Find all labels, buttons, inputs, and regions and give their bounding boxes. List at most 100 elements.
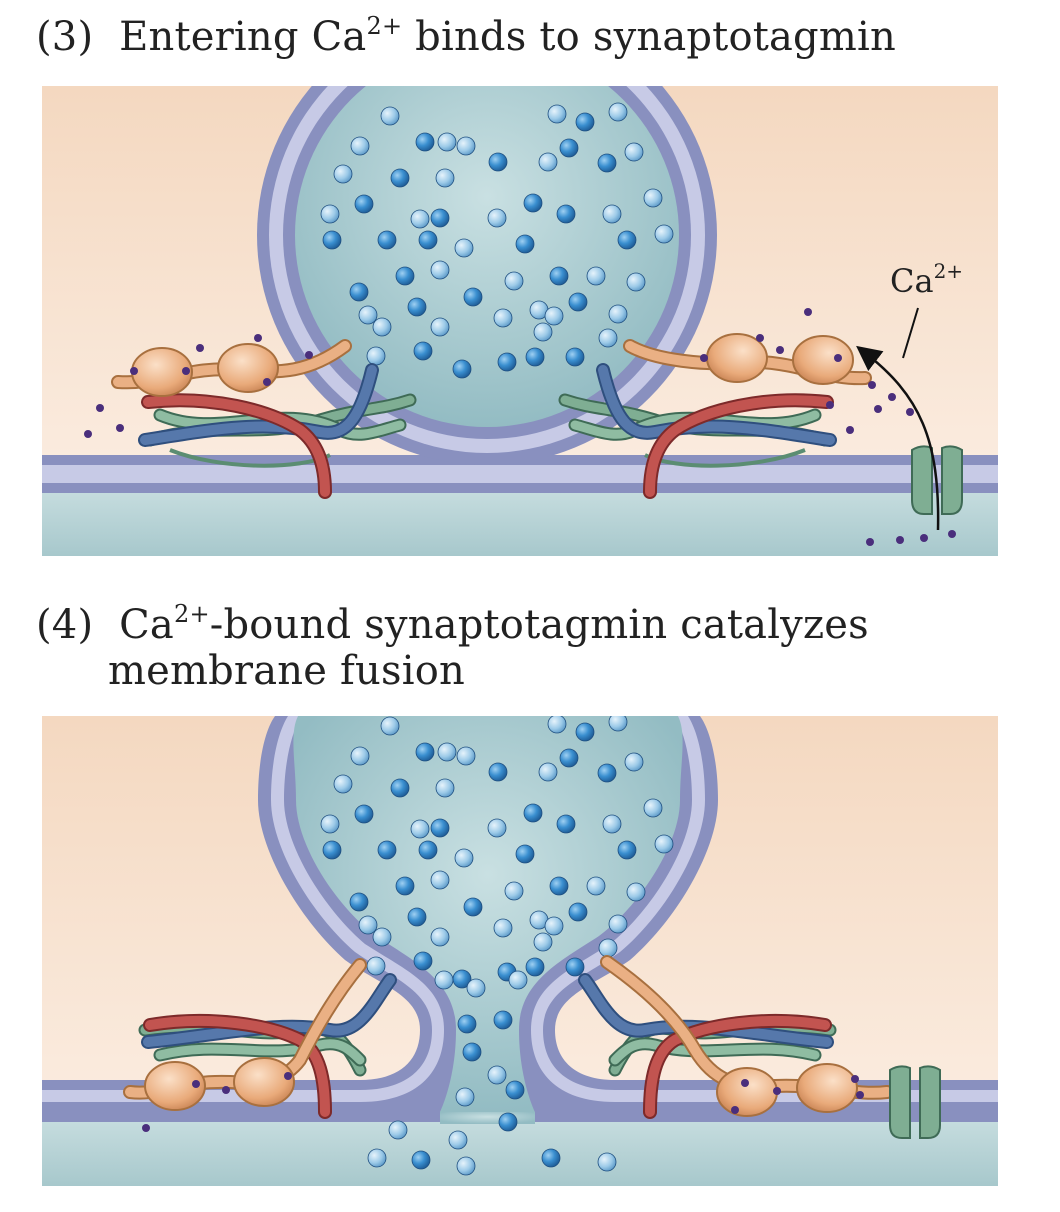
neurotransmitter	[430, 818, 450, 838]
panel-3-illustration	[42, 86, 998, 556]
calcium-ion	[868, 381, 876, 389]
neurotransmitter	[559, 138, 579, 158]
neurotransmitter	[487, 818, 507, 838]
neurotransmitter	[547, 104, 567, 124]
neurotransmitter	[598, 328, 618, 348]
calcium-ions	[84, 308, 956, 546]
neurotransmitter	[544, 916, 564, 936]
neurotransmitter	[358, 915, 378, 935]
neurotransmitter	[568, 902, 588, 922]
neurotransmitter	[430, 927, 450, 947]
neurotransmitter	[575, 722, 595, 742]
panel-3-caption: (3) Entering Ca2+ binds to synaptotagmin	[36, 14, 896, 60]
ion-label-leader	[902, 307, 919, 359]
panel-4-caption-rest: -bound synaptotagmin catalyzes	[209, 602, 869, 648]
neurotransmitter	[608, 102, 628, 122]
calcium-ion	[284, 1072, 292, 1080]
neurotransmitter	[549, 876, 569, 896]
neurotransmitter	[322, 840, 342, 860]
neurotransmitter	[525, 347, 545, 367]
neurotransmitter	[333, 774, 353, 794]
neurotransmitter	[367, 1148, 387, 1168]
calcium-ion	[826, 401, 834, 409]
neurotransmitter	[559, 748, 579, 768]
neurotransmitter	[568, 292, 588, 312]
neurotransmitter	[358, 305, 378, 325]
neurotransmitter	[597, 1152, 617, 1172]
calcium-ion	[866, 538, 874, 546]
neurotransmitter	[354, 804, 374, 824]
neurotransmitter	[643, 188, 663, 208]
neurotransmitter	[608, 914, 628, 934]
calcium-ion	[116, 424, 124, 432]
calcium-ion	[84, 430, 92, 438]
neurotransmitter	[354, 194, 374, 214]
neurotransmitter	[597, 763, 617, 783]
neurotransmitter	[430, 208, 450, 228]
neurotransmitter	[547, 716, 567, 734]
neurotransmitter	[525, 957, 545, 977]
calcium-ion	[773, 1087, 781, 1095]
ion-label: Ca2+	[890, 259, 963, 300]
calcium-ion	[196, 344, 204, 352]
calcium-ion	[906, 408, 914, 416]
neurotransmitter	[608, 304, 628, 324]
neurotransmitter	[407, 297, 427, 317]
neurotransmitter	[493, 308, 513, 328]
neurotransmitter	[544, 306, 564, 326]
neurotransmitter	[457, 1014, 477, 1034]
neurotransmitter	[372, 927, 392, 947]
neurotransmitter	[617, 840, 637, 860]
panel-3-caption-text: Entering Ca	[119, 14, 367, 60]
calcium-ion	[874, 405, 882, 413]
snare-complex-left	[123, 958, 397, 1119]
neurotransmitter	[448, 1130, 468, 1150]
neurotransmitter-molecules	[320, 102, 674, 379]
calcium-channel	[911, 445, 963, 515]
neurotransmitter	[602, 814, 622, 834]
neurotransmitter	[435, 778, 455, 798]
neurotransmitter	[366, 956, 386, 976]
panel-4-illustration	[42, 716, 998, 1186]
neurotransmitter	[333, 164, 353, 184]
panel-3-caption-sup: 2+	[366, 12, 403, 40]
neurotransmitter	[626, 882, 646, 902]
neurotransmitter	[533, 932, 553, 952]
neurotransmitter	[533, 322, 553, 342]
neurotransmitter	[372, 317, 392, 337]
neurotransmitter	[626, 272, 646, 292]
calcium-ion	[182, 367, 190, 375]
neurotransmitter	[320, 204, 340, 224]
neurotransmitter	[575, 112, 595, 132]
calcium-ion	[305, 351, 313, 359]
neurotransmitter	[395, 266, 415, 286]
neurotransmitter	[434, 970, 454, 990]
calcium-ion	[896, 536, 904, 544]
neurotransmitter	[556, 204, 576, 224]
calcium-ion	[856, 1091, 864, 1099]
calcium-ion	[741, 1079, 749, 1087]
calcium-ion	[142, 1124, 150, 1132]
neurotransmitter	[349, 892, 369, 912]
neurotransmitter	[366, 346, 386, 366]
neurotransmitter	[488, 762, 508, 782]
neurotransmitter	[413, 951, 433, 971]
calcium-ion	[888, 393, 896, 401]
calcium-entry-arrow	[856, 345, 940, 531]
neurotransmitter	[598, 938, 618, 958]
neurotransmitter-molecules	[320, 716, 674, 1176]
neurotransmitter	[487, 1065, 507, 1085]
neurotransmitter	[320, 814, 340, 834]
neurotransmitter	[377, 230, 397, 250]
snare-complex-right	[578, 955, 894, 1119]
panel-4-number: (4)	[36, 602, 94, 648]
neurotransmitter	[515, 234, 535, 254]
calcium-ion	[846, 426, 854, 434]
calcium-ion	[920, 534, 928, 542]
calcium-ion	[700, 354, 708, 362]
neurotransmitter	[456, 136, 476, 156]
extracellular-space	[42, 1122, 998, 1186]
neurotransmitter	[624, 752, 644, 772]
calcium-ion	[192, 1080, 200, 1088]
neurotransmitter	[515, 844, 535, 864]
